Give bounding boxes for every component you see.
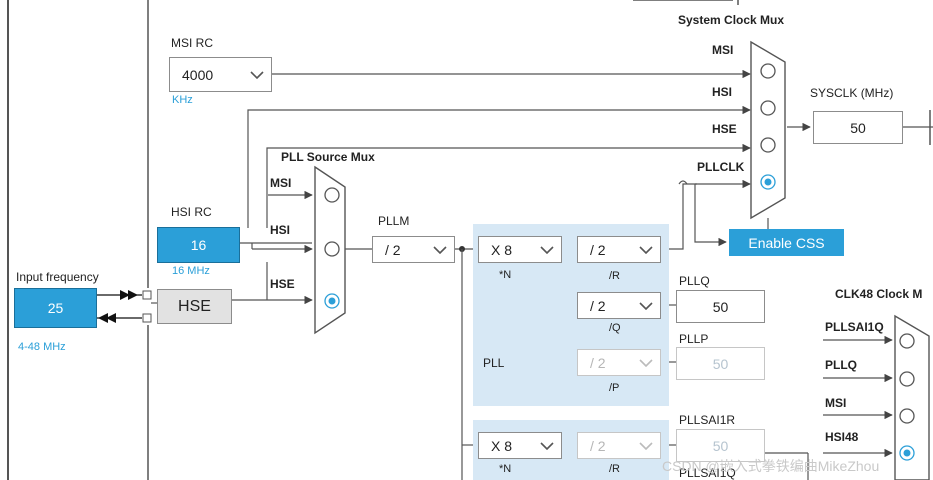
enable-css-button[interactable]: Enable CSS — [729, 229, 844, 256]
pllp-label: PLLP — [679, 332, 709, 346]
hsi-value: 16 — [190, 237, 207, 253]
pllsai1r-value-field[interactable]: 50 — [676, 429, 765, 462]
pllq-suffix: /Q — [609, 322, 621, 334]
input-frequency-field[interactable]: 25 — [14, 288, 97, 328]
pllsai1n-value: X 8 — [491, 437, 513, 454]
input-frequency-range: 4-48 MHz — [18, 341, 66, 353]
clk48-input-msi: MSI — [825, 396, 847, 410]
hsi-value-field: 16 — [157, 227, 240, 263]
plln-value: X 8 — [491, 241, 513, 258]
pllq-value-field[interactable]: 50 — [676, 290, 765, 323]
pllmux-radio-group[interactable] — [322, 186, 342, 316]
pllq-div-value: / 2 — [590, 297, 606, 314]
plln-suffix: *N — [499, 269, 512, 281]
pllr-suffix: /R — [609, 270, 620, 282]
pllmux-input-hse: HSE — [270, 277, 295, 291]
pllm-select[interactable]: / 2 — [372, 236, 455, 263]
msi-select-value: 4000 — [182, 66, 214, 83]
clk48-input-pllsai1q: PLLSAI1Q — [825, 320, 884, 334]
sysclk-value-field[interactable]: 50 — [813, 111, 903, 144]
pllm-value: / 2 — [385, 241, 401, 258]
pllsai1q-label: PLLSAI1Q — [679, 466, 736, 480]
hse-block[interactable]: HSE — [157, 289, 232, 324]
pllp-select[interactable]: / 2 — [577, 349, 661, 376]
hsi-frequency: 16 MHz — [172, 265, 210, 277]
system-clock-mux — [750, 40, 786, 220]
input-frequency-value: 25 — [47, 300, 64, 316]
chevron-down-icon — [540, 245, 554, 254]
sysmux-radio-group[interactable] — [757, 63, 777, 203]
pllp-suffix: /P — [609, 382, 620, 394]
hse-label: HSE — [178, 297, 211, 315]
pllmux-input-hsi: HSI — [270, 223, 291, 237]
pll-source-mux-title: PLL Source Mux — [281, 150, 375, 164]
pllp-value: 50 — [712, 355, 729, 372]
pllr-value: / 2 — [590, 241, 606, 258]
pllsai1r-value: 50 — [712, 437, 729, 454]
watermark: CSDN @嵌入式拳铁编曲MikeZhou — [662, 458, 880, 474]
clk48-radio-group[interactable] — [898, 330, 918, 465]
pllsai1r-label: PLLSAI1R — [679, 413, 736, 427]
pllmux-input-msi: MSI — [270, 176, 292, 190]
sysmux-input-hse: HSE — [712, 122, 737, 136]
pllq-value: 50 — [712, 298, 729, 315]
input-frequency-label: Input frequency — [16, 270, 99, 284]
pllsai1r-div-value: / 2 — [590, 437, 606, 454]
pllq-select[interactable]: / 2 — [577, 292, 661, 319]
chevron-down-icon — [639, 245, 653, 254]
sysmux-input-pllclk: PLLCLK — [697, 160, 745, 174]
plln-select[interactable]: X 8 — [478, 236, 562, 263]
enable-css-label: Enable CSS — [748, 234, 825, 251]
clk48-mux-title: CLK48 Clock M — [835, 287, 923, 301]
chevron-down-icon — [433, 245, 447, 254]
pllsai1r-select[interactable]: / 2 — [577, 432, 661, 459]
pllq-label: PLLQ — [679, 274, 710, 288]
pllr-select[interactable]: / 2 — [577, 236, 661, 263]
sysclk-value: 50 — [850, 119, 866, 136]
sysmux-input-msi: MSI — [712, 43, 734, 57]
clk48-clock-mux — [894, 314, 930, 480]
pllsai1r-suffix: /R — [609, 463, 620, 475]
pllsai1n-select[interactable]: X 8 — [478, 432, 562, 459]
sysmux-input-hsi: HSI — [712, 85, 733, 99]
pllm-label: PLLM — [378, 214, 410, 228]
msi-rc-label: MSI RC — [171, 36, 213, 50]
msi-unit: KHz — [172, 94, 193, 106]
hsi-rc-label: HSI RC — [171, 205, 212, 219]
msi-frequency-select[interactable]: 4000 — [169, 57, 272, 92]
chevron-down-icon — [639, 358, 653, 367]
pllp-value-field[interactable]: 50 — [676, 347, 765, 380]
clk48-input-pllq: PLLQ — [825, 358, 857, 372]
clk48-input-hsi48: HSI48 — [825, 430, 859, 444]
chevron-down-icon — [250, 70, 264, 79]
pllp-div-value: / 2 — [590, 354, 606, 371]
system-clock-mux-title: System Clock Mux — [678, 13, 785, 27]
chevron-down-icon — [639, 441, 653, 450]
pll-source-mux — [314, 165, 346, 335]
chevron-down-icon — [540, 441, 554, 450]
pllsai1n-suffix: *N — [499, 463, 512, 475]
chevron-down-icon — [639, 301, 653, 310]
pll-block-label: PLL — [483, 356, 505, 370]
sysclk-label: SYSCLK (MHz) — [810, 86, 894, 100]
